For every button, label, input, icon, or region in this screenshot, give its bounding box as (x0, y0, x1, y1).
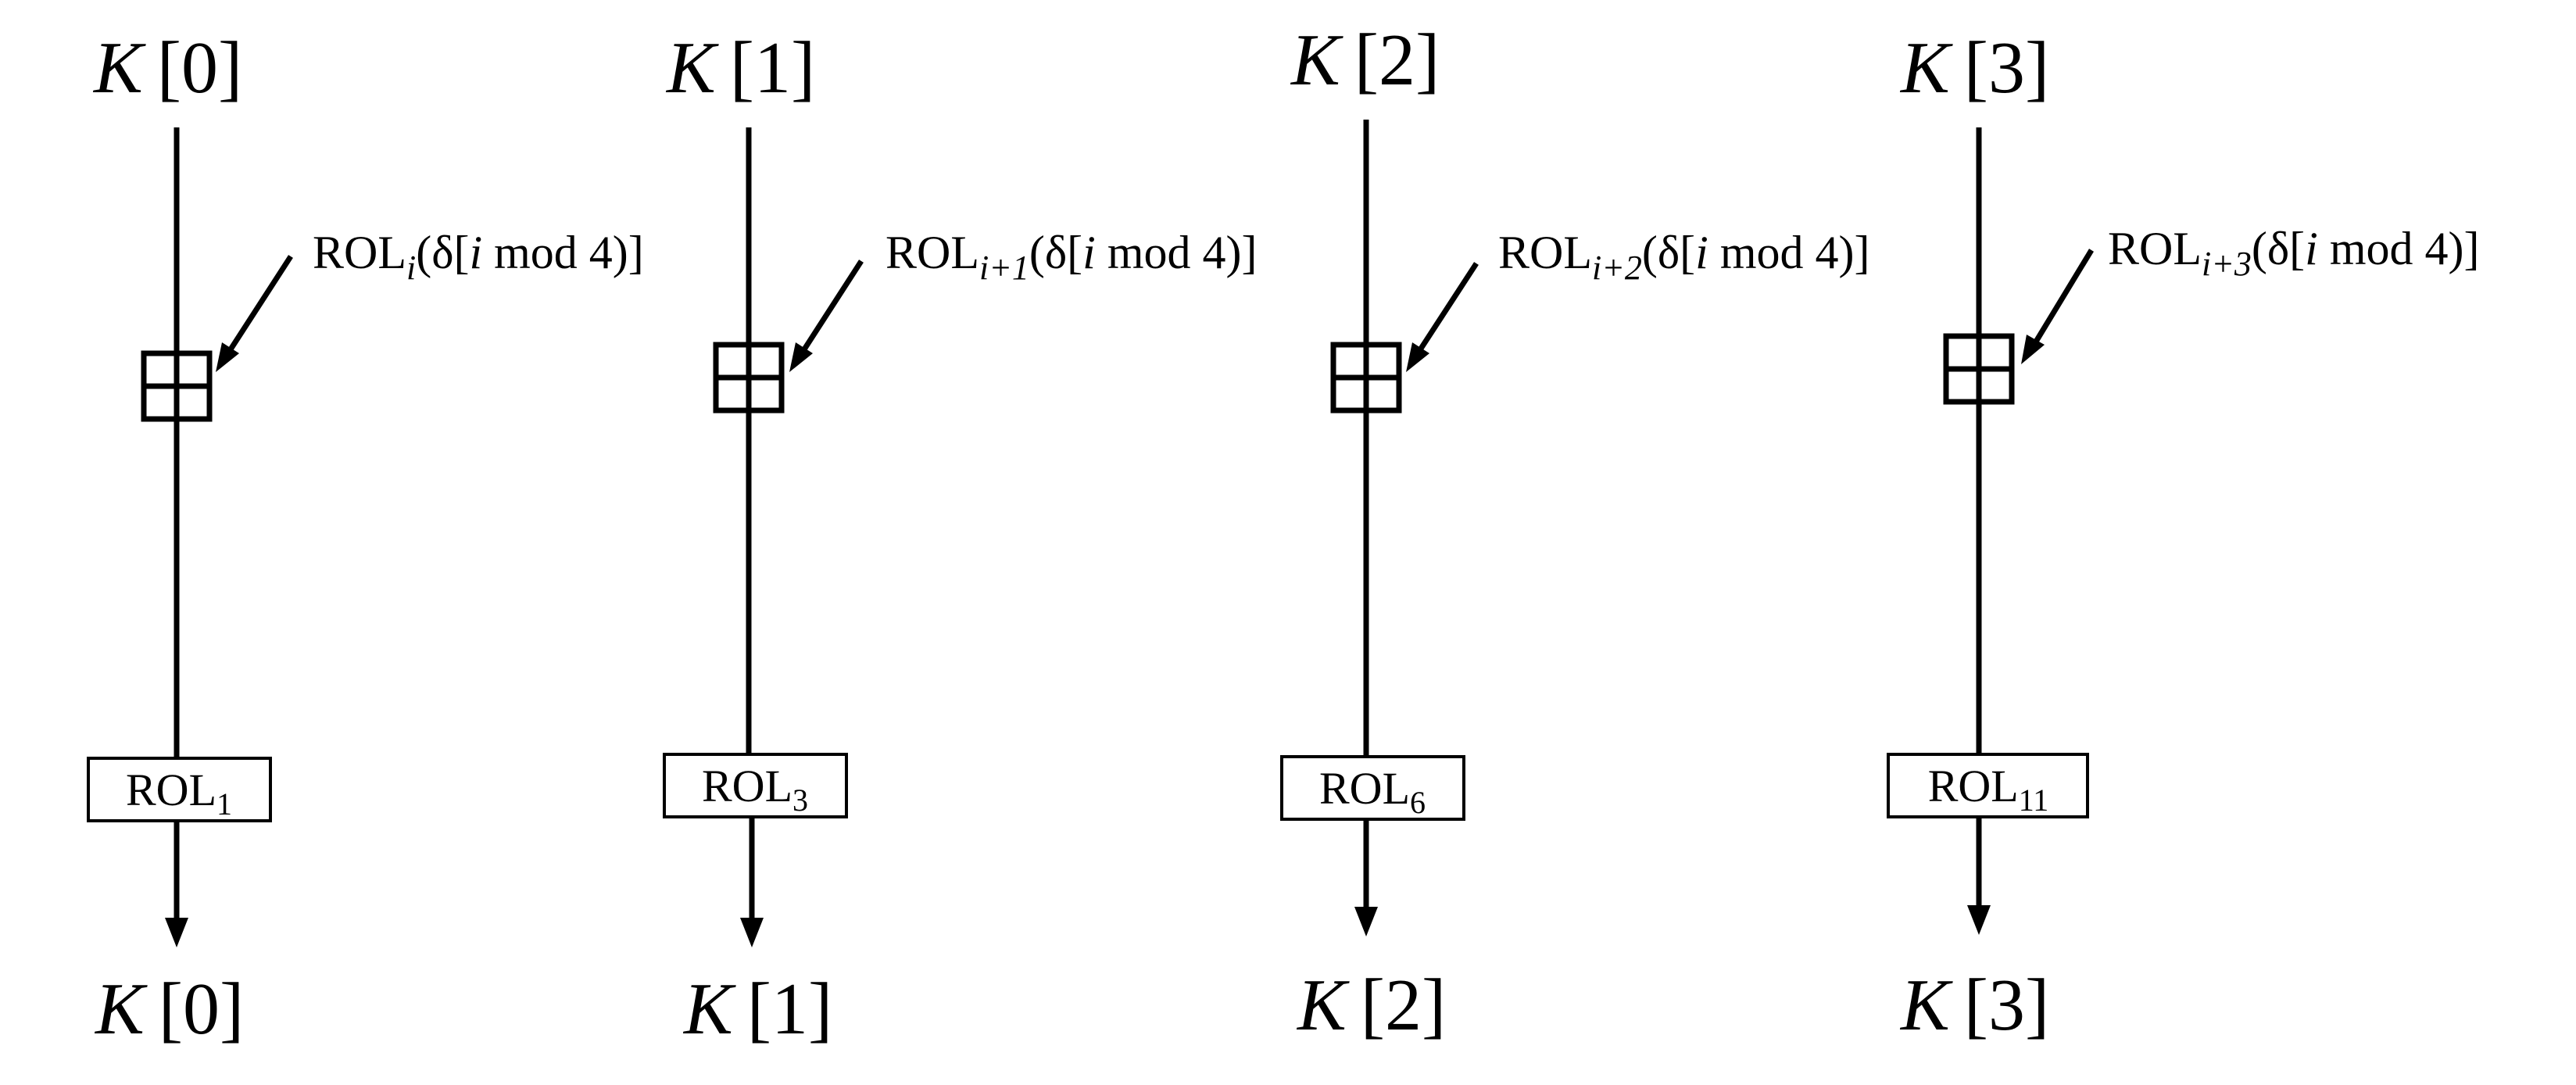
rotation-box-3: ROL11 (1887, 753, 2089, 818)
output-arrowhead-0 (165, 918, 188, 947)
svg-text:ROL11: ROL11 (1928, 761, 2049, 818)
key-output-label-0: K[0] (94, 969, 244, 1050)
key-output-label-1: K[1] (682, 969, 832, 1050)
output-arrowhead-1 (740, 918, 764, 947)
key-input-label-0: K[0] (92, 27, 242, 109)
key-output-label-2: K[2] (1296, 965, 1446, 1046)
key-input-label-1: K[1] (665, 27, 815, 109)
rotation-box-1: ROL3 (663, 753, 848, 818)
delta-arrow-1 (789, 260, 864, 372)
modular-adder-1 (713, 342, 785, 414)
key-column-2: K[2] ROLi+2(δ[i mod 4)] ROL6 K[2] (1280, 20, 1869, 1046)
delta-rotation-label-3: ROLi+3(δ[i mod 4)] (2108, 223, 2479, 283)
rotation-box-2: ROL6 (1280, 755, 1465, 821)
rotation-box-0: ROL1 (87, 757, 272, 822)
delta-arrow-3 (2021, 249, 2094, 364)
delta-arrow-0 (216, 255, 293, 372)
output-arrowhead-2 (1354, 907, 1378, 936)
key-output-label-3: K[3] (1899, 965, 2049, 1046)
delta-rotation-label-0: ROLi(δ[i mod 4)] (313, 227, 644, 287)
key-column-1: K[1] ROLi+1(δ[i mod 4)] ROL3 K[1] (663, 27, 1257, 1050)
delta-rotation-label-1: ROLi+1(δ[i mod 4)] (886, 227, 1257, 287)
key-column-3: K[3] ROLi+3(δ[i mod 4)] ROL11 K[3] (1887, 27, 2479, 1046)
delta-arrow-2 (1406, 262, 1479, 372)
modular-adder-3 (1943, 333, 2015, 405)
key-column-0: K[0] ROLi(δ[i mod 4)] ROL1 K[0] (87, 27, 644, 1050)
output-arrowhead-3 (1967, 905, 1991, 935)
key-input-label-3: K[3] (1899, 27, 2049, 109)
modular-adder-2 (1330, 342, 1402, 414)
delta-rotation-label-2: ROLi+2(δ[i mod 4)] (1498, 227, 1869, 287)
key-input-label-2: K[2] (1290, 20, 1440, 101)
svg-text:ROL6: ROL6 (1319, 763, 1426, 820)
modular-adder-0 (141, 350, 213, 422)
svg-text:ROL3: ROL3 (702, 761, 808, 818)
svg-text:ROL1: ROL1 (126, 765, 232, 822)
